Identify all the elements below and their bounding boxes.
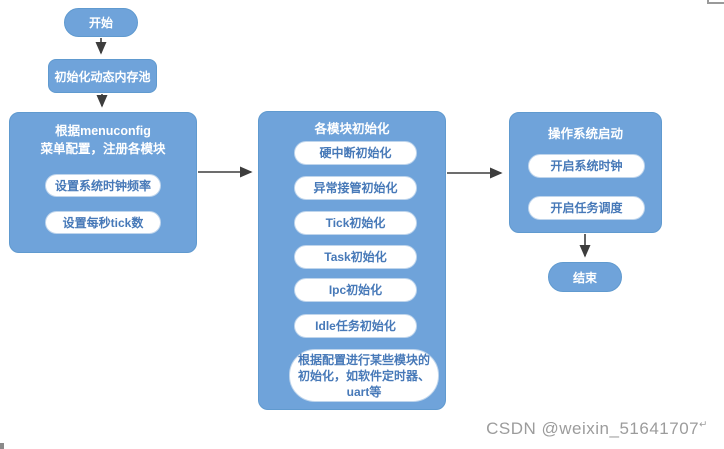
node-start[interactable]: 开始 (64, 8, 138, 37)
return-glyph: ↵ (699, 419, 708, 431)
group-module-init[interactable]: 各模块初始化 硬中断初始化 异常接管初始化 Tick初始化 Task初始化 Ip… (258, 111, 446, 410)
os-start-step-1[interactable]: 开启系统时钟 (528, 154, 645, 178)
node-init-memory-pool[interactable]: 初始化动态内存池 (48, 59, 157, 93)
node-init-memory-pool-label: 初始化动态内存池 (54, 69, 151, 84)
cropped-frame-fragment-top-right (707, 0, 724, 4)
module-init-step-7[interactable]: 根据配置进行某些模块的初始化，如软件定时器、uart等 (289, 349, 439, 402)
group-menuconfig-title-line2: 菜单配置，注册各模块 (40, 142, 166, 156)
module-init-step-1[interactable]: 硬中断初始化 (294, 141, 417, 165)
module-init-step-3[interactable]: Tick初始化 (294, 211, 417, 235)
menuconfig-step-1[interactable]: 设置系统时钟频率 (45, 174, 161, 197)
cropped-fragment-bottom-left (0, 443, 4, 449)
group-module-init-title: 各模块初始化 (314, 122, 390, 136)
module-init-step-4[interactable]: Task初始化 (294, 245, 417, 269)
group-os-start[interactable]: 操作系统启动 开启系统时钟 开启任务调度 (509, 112, 662, 233)
group-menuconfig-title: 根据menuconfig 菜单配置，注册各模块 (10, 122, 196, 158)
node-end[interactable]: 结束 (548, 262, 622, 292)
module-init-step-2[interactable]: 异常接管初始化 (294, 176, 417, 200)
node-start-label: 开始 (88, 16, 113, 30)
module-init-step-5[interactable]: Ipc初始化 (294, 278, 417, 302)
csdn-watermark-text: CSDN @weixin_51641707 (486, 419, 700, 438)
node-end-label: 结束 (572, 270, 597, 285)
csdn-watermark: CSDN @weixin_51641707↵ (486, 419, 708, 439)
os-start-step-2[interactable]: 开启任务调度 (528, 196, 645, 220)
module-init-step-6[interactable]: Idle任务初始化 (294, 314, 417, 338)
menuconfig-step-2[interactable]: 设置每秒tick数 (45, 211, 161, 234)
group-menuconfig-title-line1: 根据menuconfig (55, 124, 151, 138)
group-menuconfig[interactable]: 根据menuconfig 菜单配置，注册各模块 设置系统时钟频率 设置每秒tic… (9, 112, 197, 253)
group-os-start-title: 操作系统启动 (547, 127, 623, 141)
